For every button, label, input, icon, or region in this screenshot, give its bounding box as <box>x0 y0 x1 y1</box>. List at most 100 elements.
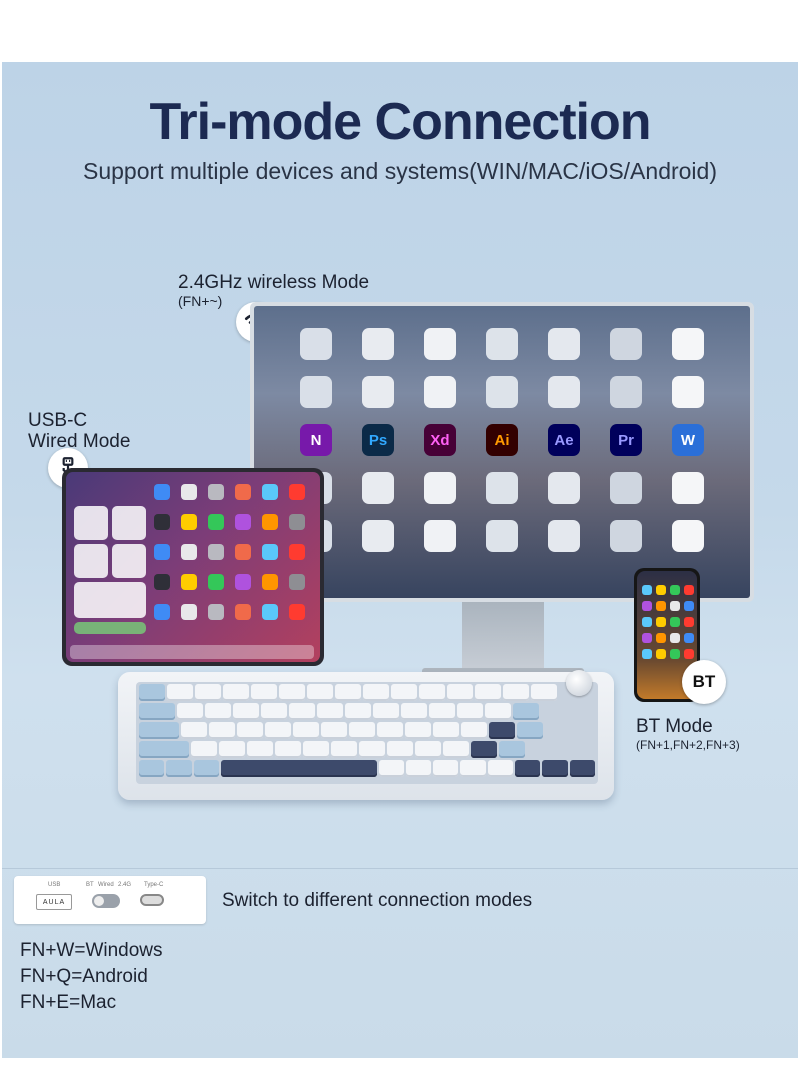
app-icon: Ps <box>362 424 394 456</box>
tablet-app-icon <box>262 574 278 590</box>
monitor-app <box>478 520 526 552</box>
tablet-app-icon <box>262 514 278 530</box>
keyboard-row <box>139 703 595 720</box>
monitor-app <box>416 376 464 408</box>
app-icon <box>300 328 332 360</box>
keycap <box>139 760 165 777</box>
keyboard-keys <box>136 682 598 784</box>
phone-app-icon <box>642 601 652 611</box>
keycap <box>233 703 259 720</box>
switch-label-wired: Wired <box>98 882 114 888</box>
wired-mode-title-line1: USB-C <box>28 410 88 431</box>
monitor-app: Ae <box>540 424 588 456</box>
keycap <box>275 741 301 758</box>
monitor-app: Xd <box>416 424 464 456</box>
keycap <box>191 741 217 758</box>
volume-knob <box>566 670 592 696</box>
monitor-app <box>664 328 712 360</box>
app-icon <box>486 328 518 360</box>
phone-app-icon <box>656 585 666 595</box>
keycap <box>317 703 343 720</box>
monitor-app: Ai <box>478 424 526 456</box>
tablet-app-icon <box>181 604 197 620</box>
phone-app-icon <box>670 585 680 595</box>
tablet-app-icon <box>289 604 305 620</box>
keycap <box>443 741 469 758</box>
monitor-app <box>478 376 526 408</box>
tablet-app-icon <box>235 484 251 500</box>
usb-c-port <box>140 894 164 906</box>
bt-mode-title: BT Mode <box>636 716 713 737</box>
monitor-app <box>292 328 340 360</box>
keycap <box>251 684 277 701</box>
keycap <box>303 741 329 758</box>
tablet-device <box>62 468 324 666</box>
aula-logo: AULA <box>36 894 72 910</box>
tablet-app-icon <box>262 604 278 620</box>
keycap <box>485 703 511 720</box>
keycap <box>569 760 595 777</box>
app-icon <box>362 328 394 360</box>
app-icon <box>486 472 518 504</box>
tablet-app-icon <box>289 484 305 500</box>
keycap <box>349 722 375 739</box>
keycap <box>377 722 403 739</box>
tablet-app-icon <box>289 514 305 530</box>
keycap <box>378 760 404 777</box>
bt-mode-label: BT Mode (FN+1,FN+2,FN+3) <box>636 716 740 753</box>
keycap <box>542 760 568 777</box>
app-icon <box>548 520 580 552</box>
tablet-app-icon <box>208 574 224 590</box>
monitor-app <box>602 328 650 360</box>
monitor-app <box>354 472 402 504</box>
tablet-widget <box>74 582 146 618</box>
keycap <box>489 722 515 739</box>
app-icon <box>610 520 642 552</box>
tablet-app-icon <box>289 544 305 560</box>
monitor-app: W <box>664 424 712 456</box>
keycap <box>331 741 357 758</box>
switch-label-bt: BT <box>86 882 94 888</box>
monitor-app <box>664 520 712 552</box>
monitor-app <box>540 520 588 552</box>
app-icon <box>610 472 642 504</box>
phone-app-icon <box>656 601 666 611</box>
keycap <box>205 703 231 720</box>
phone-app-icon <box>642 617 652 627</box>
keycap <box>461 722 487 739</box>
wired-mode-label: USB-C Wired Mode <box>28 410 130 452</box>
phone-app-icon <box>684 617 694 627</box>
keycap <box>293 722 319 739</box>
keycap <box>321 722 347 739</box>
app-icon: Xd <box>424 424 456 456</box>
wireless-mode-title: 2.4GHz wireless Mode <box>178 272 370 293</box>
keycap <box>405 760 432 777</box>
app-icon <box>362 520 394 552</box>
tablet-app-icon <box>262 484 278 500</box>
phone-app-icon <box>684 633 694 643</box>
app-icon <box>486 376 518 408</box>
app-icon <box>672 520 704 552</box>
monitor-app <box>540 376 588 408</box>
keycap <box>359 741 385 758</box>
tablet-app-icon <box>208 604 224 620</box>
app-icon: Ae <box>548 424 580 456</box>
wireless-mode-shortcut: (FN+~) <box>178 293 223 309</box>
tablet-app-icon <box>154 514 170 530</box>
page-title: Tri-mode Connection <box>149 93 652 151</box>
monitor-app <box>292 376 340 408</box>
keycap <box>405 722 431 739</box>
app-icon: Ai <box>486 424 518 456</box>
keyboard <box>118 670 614 800</box>
phone-app-icon <box>656 649 666 659</box>
divider <box>2 868 798 869</box>
phone-app-icon <box>684 585 694 595</box>
tablet-app-icon <box>154 604 170 620</box>
tablet-app-icon <box>208 484 224 500</box>
app-icon <box>424 376 456 408</box>
tablet-app-icon <box>262 544 278 560</box>
keycap <box>289 703 315 720</box>
